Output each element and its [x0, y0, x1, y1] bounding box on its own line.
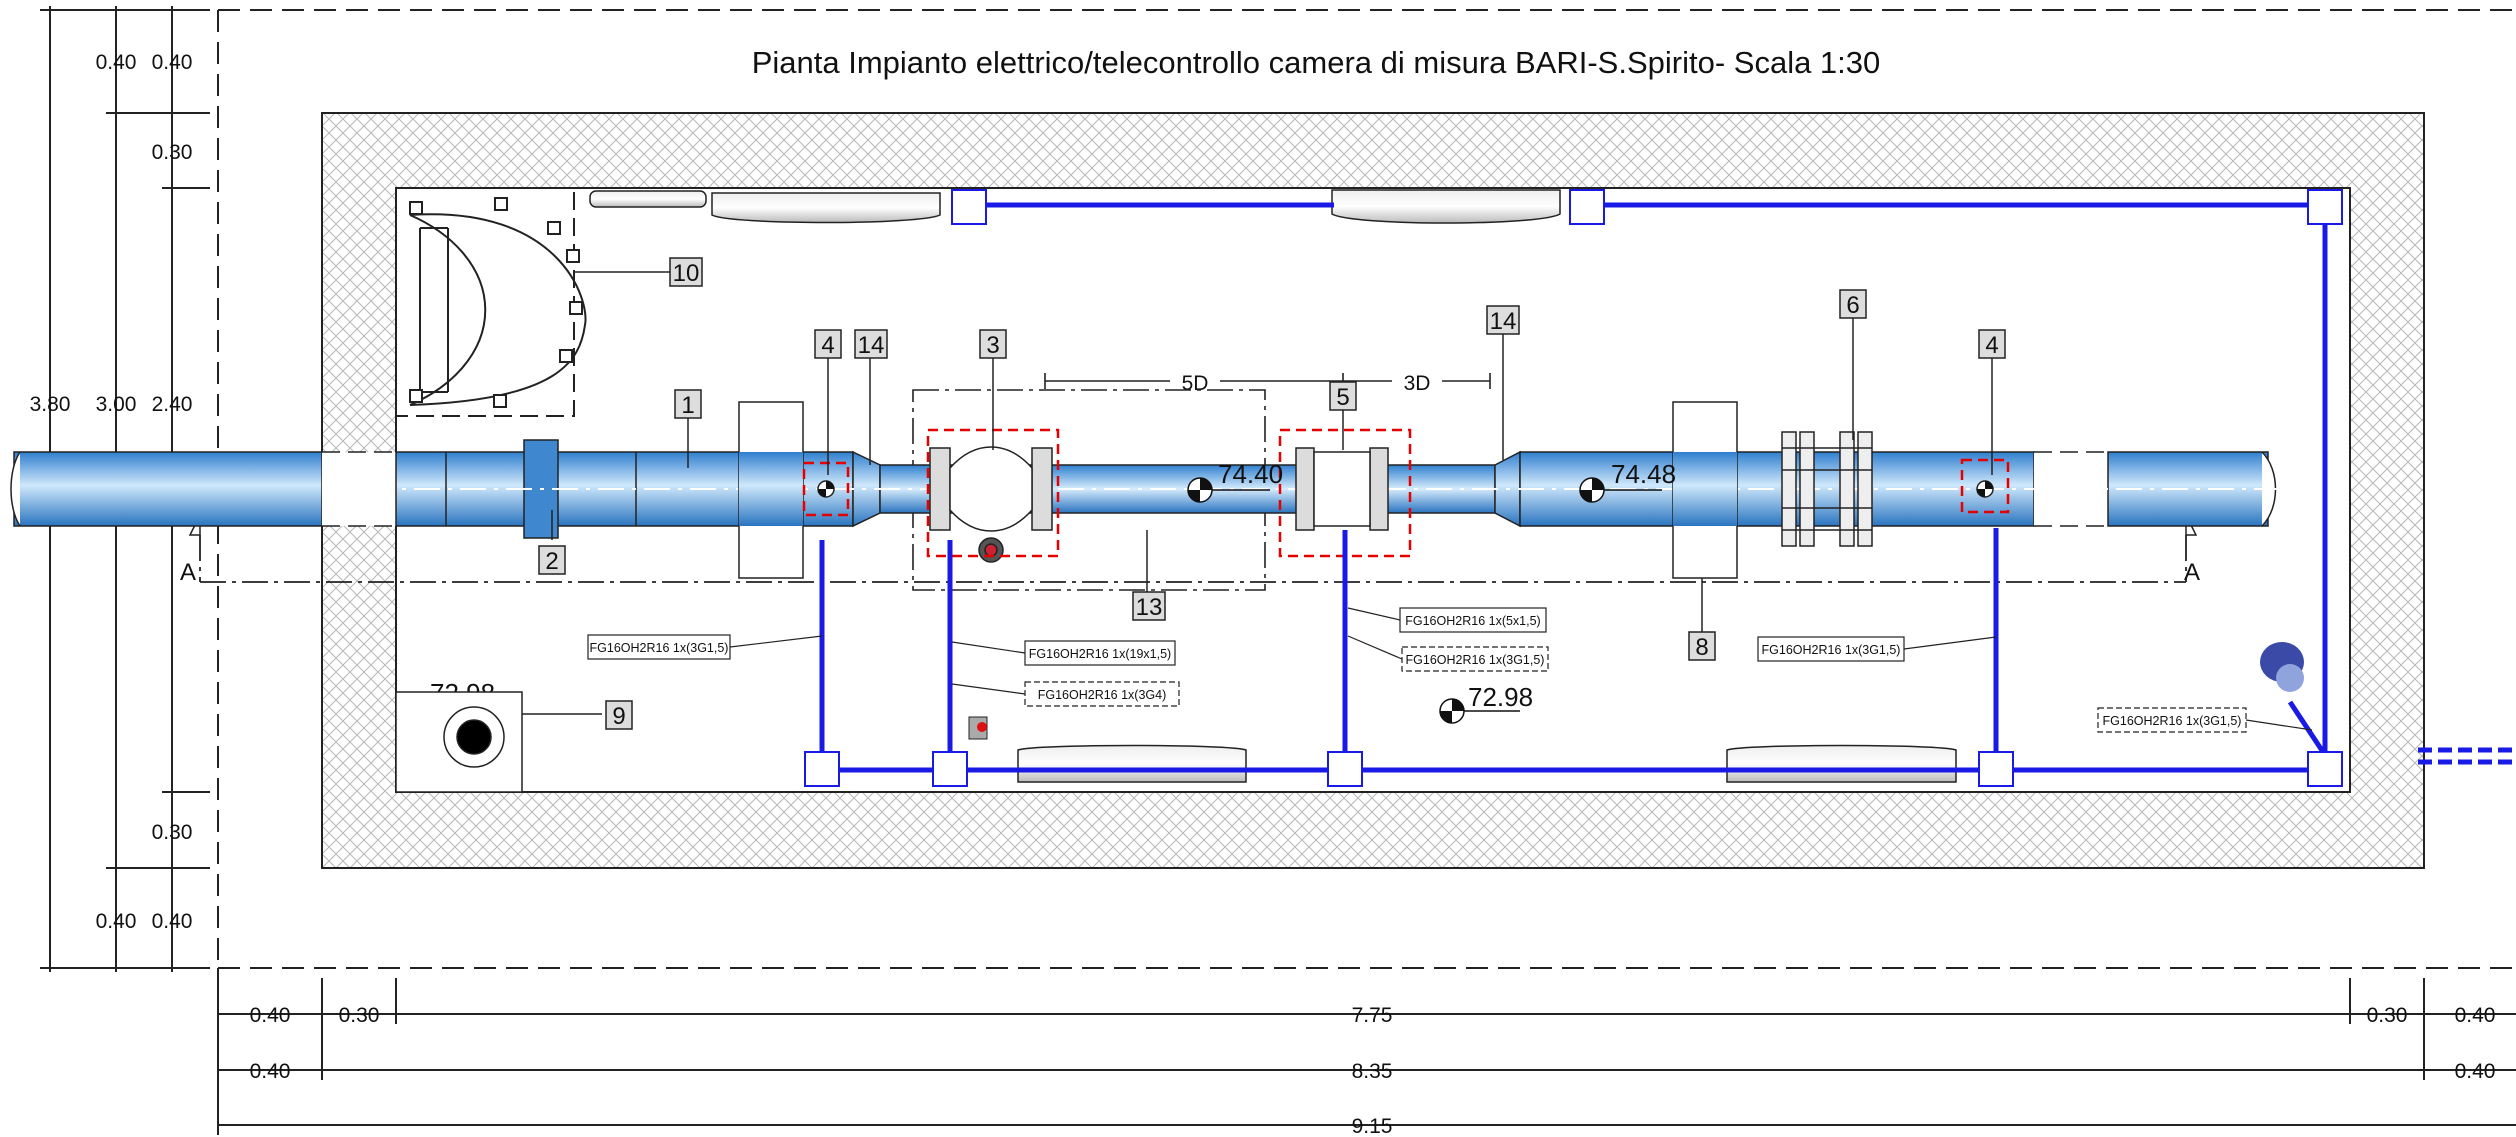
mask: [1170, 367, 1220, 393]
pipeline: [10, 439, 2290, 539]
cable-label: FG16OH2R16 1x(3G4): [951, 681, 1180, 707]
svg-text:10: 10: [673, 260, 700, 287]
left-dimension-labels: 0.40 0.40 0.30 3.80 3.00 2.40 0.30 0.40 …: [30, 51, 193, 933]
cable-text: FG16OH2R16 1x(3G1,5): [590, 641, 729, 655]
cable-routes: [819, 202, 2516, 773]
pipe-support-overlap: [739, 452, 803, 526]
mask: [1392, 367, 1442, 393]
elevation-marker: 72.98: [1439, 682, 1533, 724]
cable-label: FG16OH2R16 1x(3G1,5): [1757, 636, 1997, 662]
svg-text:14: 14: [858, 332, 885, 359]
pipe-support-overlap: [1673, 452, 1737, 526]
svg-text:5: 5: [1336, 384, 1349, 411]
cable-label: FG16OH2R16 1x(3G1,5): [1347, 635, 1549, 672]
stop-button-icon: [977, 722, 987, 732]
probe-fill: [818, 481, 834, 497]
callout-13: 13: [1132, 591, 1166, 621]
dim-label: 0.40: [250, 1004, 291, 1027]
dim-label: 0.40: [152, 51, 193, 74]
callout-9: 9: [605, 700, 633, 730]
dim-label: 0.30: [152, 821, 193, 844]
drawing-title: Pianta Impianto elettrico/telecontrollo …: [752, 45, 1881, 80]
dim-label: 0.30: [2367, 1004, 2408, 1027]
cable-text: FG16OH2R16 1x(3G4): [1038, 688, 1167, 702]
svg-text:1: 1: [681, 392, 694, 419]
cable-labels: FG16OH2R16 1x(3G1,5) FG16OH2R16 1x(19x1,…: [587, 607, 2313, 733]
callout-3: 3: [979, 329, 1007, 359]
svg-text:4: 4: [1985, 332, 1998, 359]
access-manhole: [395, 187, 587, 417]
svg-text:4: 4: [821, 332, 834, 359]
svg-text:9: 9: [612, 703, 625, 730]
svg-text:2: 2: [545, 548, 558, 575]
level-probe-icon: [2260, 642, 2304, 692]
callout-4: 4: [1978, 329, 2006, 359]
dim-label: 0.30: [339, 1004, 380, 1027]
ceiling-lamps: [589, 189, 1957, 783]
dim-label: 0.40: [2455, 1060, 2496, 1083]
dim-label: 0.40: [96, 51, 137, 74]
callout-boxes: 1 2 3 4 4 5 6 8 9 10 13 14 14: [538, 257, 2006, 730]
callout-6: 6: [1839, 289, 1867, 319]
svg-text:3: 3: [986, 332, 999, 359]
elevation-marker: 74.48: [1579, 459, 1676, 503]
probe-fill: [1977, 481, 1993, 497]
dim-label: 8.35: [1352, 1060, 1393, 1083]
callout-8: 8: [1688, 631, 1716, 661]
callout-1: 1: [674, 389, 702, 419]
callout-5: 5: [1329, 381, 1357, 411]
callout-4: 4: [814, 329, 842, 359]
section-line-a-a: [199, 535, 2187, 583]
dim-label: 0.40: [2455, 1004, 2496, 1027]
dim-label: 9.15: [1352, 1115, 1393, 1137]
bottom-dimension-labels: 0.40 0.30 7.75 0.30 0.40 0.40 8.35 0.40 …: [250, 1004, 2496, 1137]
cable-label: FG16OH2R16 1x(3G1,5): [587, 634, 823, 660]
dim-label: 0.40: [250, 1060, 291, 1083]
dim-label: 3.80: [30, 393, 71, 416]
callout-10: 10: [669, 257, 703, 287]
cable-label: FG16OH2R16 1x(3G1,5): [2097, 707, 2313, 733]
elevation-value: 74.48: [1611, 459, 1676, 489]
cable-text: FG16OH2R16 1x(5x1,5): [1405, 614, 1540, 628]
callout-2: 2: [538, 545, 566, 575]
elevation-marker: 74.40: [1187, 459, 1283, 503]
dim-label: 0.40: [96, 910, 137, 933]
elevation-value: 72.98: [1468, 682, 1533, 712]
cable-text: FG16OH2R16 1x(19x1,5): [1029, 647, 1171, 661]
spacing-label-3d: 3D: [1404, 372, 1431, 395]
dim-label: 0.30: [152, 141, 193, 164]
junction-boxes: [804, 189, 2343, 787]
flow-meter: [1295, 447, 1389, 531]
cable-text: FG16OH2R16 1x(3G1,5): [2103, 714, 2242, 728]
cable-text: FG16OH2R16 1x(3G1,5): [1762, 643, 1901, 657]
sump-pit: [395, 691, 602, 793]
section-mark-right: A: [2184, 559, 2200, 586]
callouts: [551, 271, 1993, 632]
cable-text: FG16OH2R16 1x(3G1,5): [1406, 653, 1545, 667]
dim-label: 2.40: [152, 393, 193, 416]
spacing-label-5d: 5D: [1182, 372, 1209, 395]
elevation-value: 74.40: [1218, 459, 1283, 489]
cable-label: FG16OH2R16 1x(5x1,5): [1347, 607, 1547, 633]
cable-label: FG16OH2R16 1x(19x1,5): [951, 640, 1176, 666]
dim-label: 3.00: [96, 393, 137, 416]
svg-text:6: 6: [1846, 292, 1859, 319]
svg-text:14: 14: [1490, 308, 1517, 335]
svg-text:13: 13: [1136, 594, 1163, 621]
section-mark-left: A: [180, 559, 196, 586]
bottom-dimensions: [217, 968, 2516, 1135]
dismantling-joint: [1781, 431, 1873, 547]
dim-label: 7.75: [1352, 1004, 1393, 1027]
dim-label: 0.40: [152, 910, 193, 933]
callout-14: 14: [854, 329, 888, 359]
callout-14: 14: [1486, 305, 1520, 335]
svg-text:8: 8: [1695, 634, 1708, 661]
